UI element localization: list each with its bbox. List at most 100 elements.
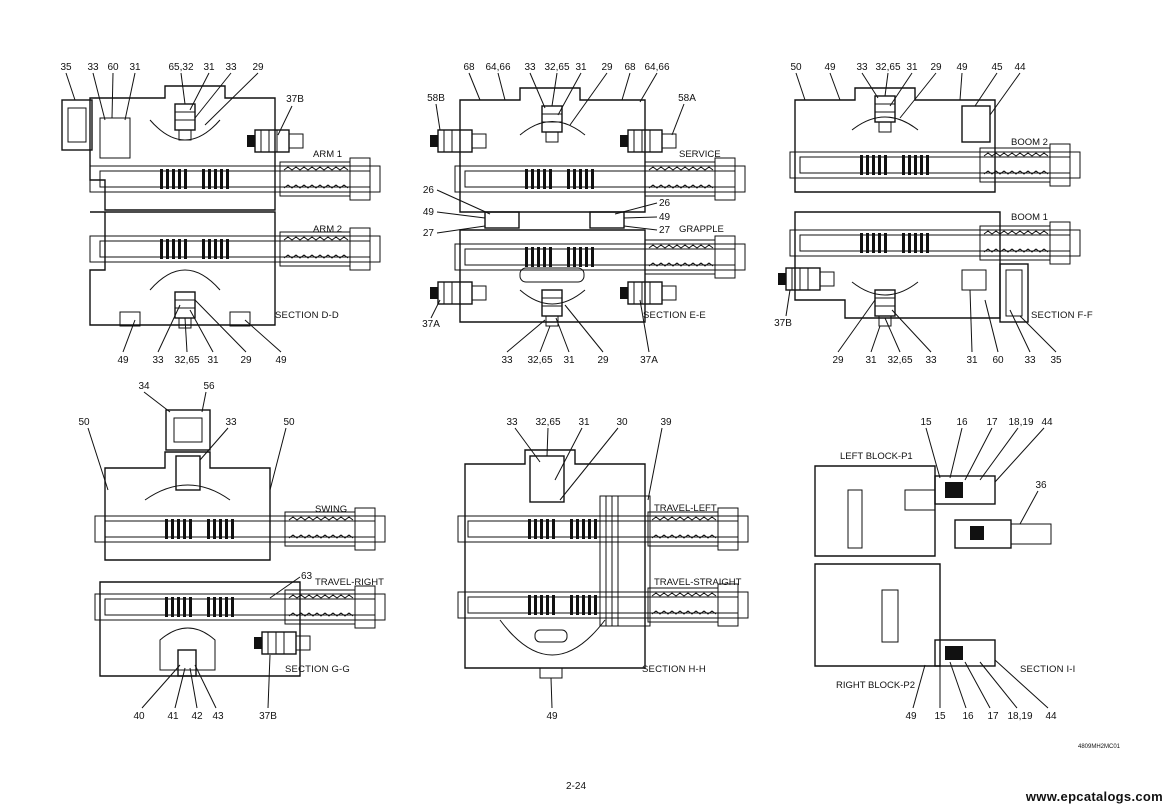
section-ff-callouts: 50 49 33 32,65 31 29 49 45 44 37B 29 31 … xyxy=(774,62,1093,366)
callout: 44 xyxy=(1014,62,1026,73)
section-ff-drawing xyxy=(777,87,1081,327)
callout: 31 xyxy=(207,355,219,366)
callout: 31 xyxy=(966,355,978,366)
section-dd-callouts: 35 33 60 31 65,32 31 33 29 37B 49 33 32,… xyxy=(60,62,342,366)
drawing-code: 4809MH2MC01 xyxy=(1078,744,1121,750)
callout: 26 xyxy=(423,185,435,196)
section-ii-callouts: 15 16 17 18,19 44 36 49 15 16 17 18,19 4… xyxy=(836,417,1076,722)
callout: 31 xyxy=(129,62,141,73)
callout: 32,65 xyxy=(527,355,552,366)
section-hh-drawing xyxy=(457,449,749,679)
callout: 34 xyxy=(138,381,150,392)
callout: 31 xyxy=(563,355,575,366)
spool-label-arm-2: ARM 2 xyxy=(313,224,342,235)
callout: 16 xyxy=(956,417,968,428)
callout: 49 xyxy=(423,207,435,218)
callout: 49 xyxy=(117,355,129,366)
spool-label-grapple: GRAPPLE xyxy=(679,224,724,235)
callout: 33 xyxy=(524,62,536,73)
callout: 68 xyxy=(463,62,475,73)
callout: 30 xyxy=(616,417,628,428)
callout: 42 xyxy=(191,711,203,722)
callout: 36 xyxy=(1035,480,1047,491)
callout: 32,65 xyxy=(174,355,199,366)
callout: 33 xyxy=(225,417,237,428)
callout: 58A xyxy=(678,93,696,104)
callout: 29 xyxy=(240,355,252,366)
callout: 32,65 xyxy=(544,62,569,73)
callout: 29 xyxy=(930,62,942,73)
callout: 33 xyxy=(506,417,518,428)
callout: 44 xyxy=(1045,711,1057,722)
callout: 29 xyxy=(832,355,844,366)
section-gg-callouts: 34 56 33 50 50 63 40 41 42 43 37B SWING … xyxy=(78,381,384,722)
callout: 37B xyxy=(259,711,277,722)
section-dd-drawing xyxy=(61,85,381,329)
callout: 18,19 xyxy=(1007,711,1032,722)
callout: 31 xyxy=(575,62,587,73)
callout: 49 xyxy=(659,212,671,223)
callout: 63 xyxy=(301,571,313,582)
callout: 33 xyxy=(1024,355,1036,366)
callout: 50 xyxy=(790,62,802,73)
callout: 49 xyxy=(546,711,558,722)
section-ii-drawing xyxy=(814,465,1052,667)
callout: 31 xyxy=(578,417,590,428)
callout: 29 xyxy=(252,62,264,73)
section-title-ii: SECTION I-I xyxy=(1020,664,1076,675)
callout: 37A xyxy=(640,355,658,366)
callout: 68 xyxy=(624,62,636,73)
section-title-ee: SECTION E-E xyxy=(643,310,706,321)
callout: 16 xyxy=(962,711,974,722)
callout: 15 xyxy=(934,711,946,722)
callout: 32,65 xyxy=(887,355,912,366)
callout: 27 xyxy=(423,228,435,239)
callout: 45 xyxy=(991,62,1003,73)
spool-label-service: SERVICE xyxy=(679,149,721,160)
callout: 44 xyxy=(1041,417,1053,428)
callout: 32,65 xyxy=(875,62,900,73)
callout: 49 xyxy=(905,711,917,722)
callout: 58B xyxy=(427,93,445,104)
callout: 26 xyxy=(659,198,671,209)
callout: 33 xyxy=(501,355,513,366)
section-title-ff: SECTION F-F xyxy=(1031,310,1093,321)
spool-label-boom-2: BOOM 2 xyxy=(1011,137,1048,148)
page-number: 2-24 xyxy=(566,781,586,792)
callout: 50 xyxy=(283,417,295,428)
callout: 29 xyxy=(597,355,609,366)
section-gg-drawing xyxy=(94,409,386,677)
spool-label-boom-1: BOOM 1 xyxy=(1011,212,1048,223)
callout: 31 xyxy=(906,62,918,73)
section-ee-callouts: 68 64,66 33 32,65 31 29 68 64,66 58B 58A… xyxy=(422,62,724,366)
section-title-gg: SECTION G-G xyxy=(285,664,350,675)
callout: 33 xyxy=(925,355,937,366)
callout: 35 xyxy=(1050,355,1062,366)
callout: 35 xyxy=(60,62,72,73)
callout: 37B xyxy=(774,318,792,329)
callout: 33 xyxy=(87,62,99,73)
callout: 49 xyxy=(956,62,968,73)
callout: 64,66 xyxy=(644,62,669,73)
section-hh-callouts: 33 32,65 31 30 39 49 TRAVEL-LEFT TRAVEL-… xyxy=(506,417,741,722)
callout: 49 xyxy=(824,62,836,73)
spool-label-travel-right: TRAVEL-RIGHT xyxy=(315,577,384,588)
section-ee-drawing xyxy=(429,87,746,327)
callout: 31 xyxy=(865,355,877,366)
callout: 27 xyxy=(659,225,671,236)
callout: 64,66 xyxy=(485,62,510,73)
spool-label-arm-1: ARM 1 xyxy=(313,149,342,160)
section-title-dd: SECTION D-D xyxy=(275,310,339,321)
block-label-right-p2: RIGHT BLOCK-P2 xyxy=(836,680,915,691)
callout: 31 xyxy=(203,62,215,73)
callout: 33 xyxy=(152,355,164,366)
callout: 37A xyxy=(422,319,440,330)
callout: 29 xyxy=(601,62,613,73)
spool-label-travel-straight: TRAVEL-STRAIGHT xyxy=(654,577,742,588)
callout: 15 xyxy=(920,417,932,428)
callout: 50 xyxy=(78,417,90,428)
watermark: www.epcatalogs.com xyxy=(1025,789,1163,804)
callout: 41 xyxy=(167,711,179,722)
callout: 18,19 xyxy=(1008,417,1033,428)
callout: 33 xyxy=(225,62,237,73)
